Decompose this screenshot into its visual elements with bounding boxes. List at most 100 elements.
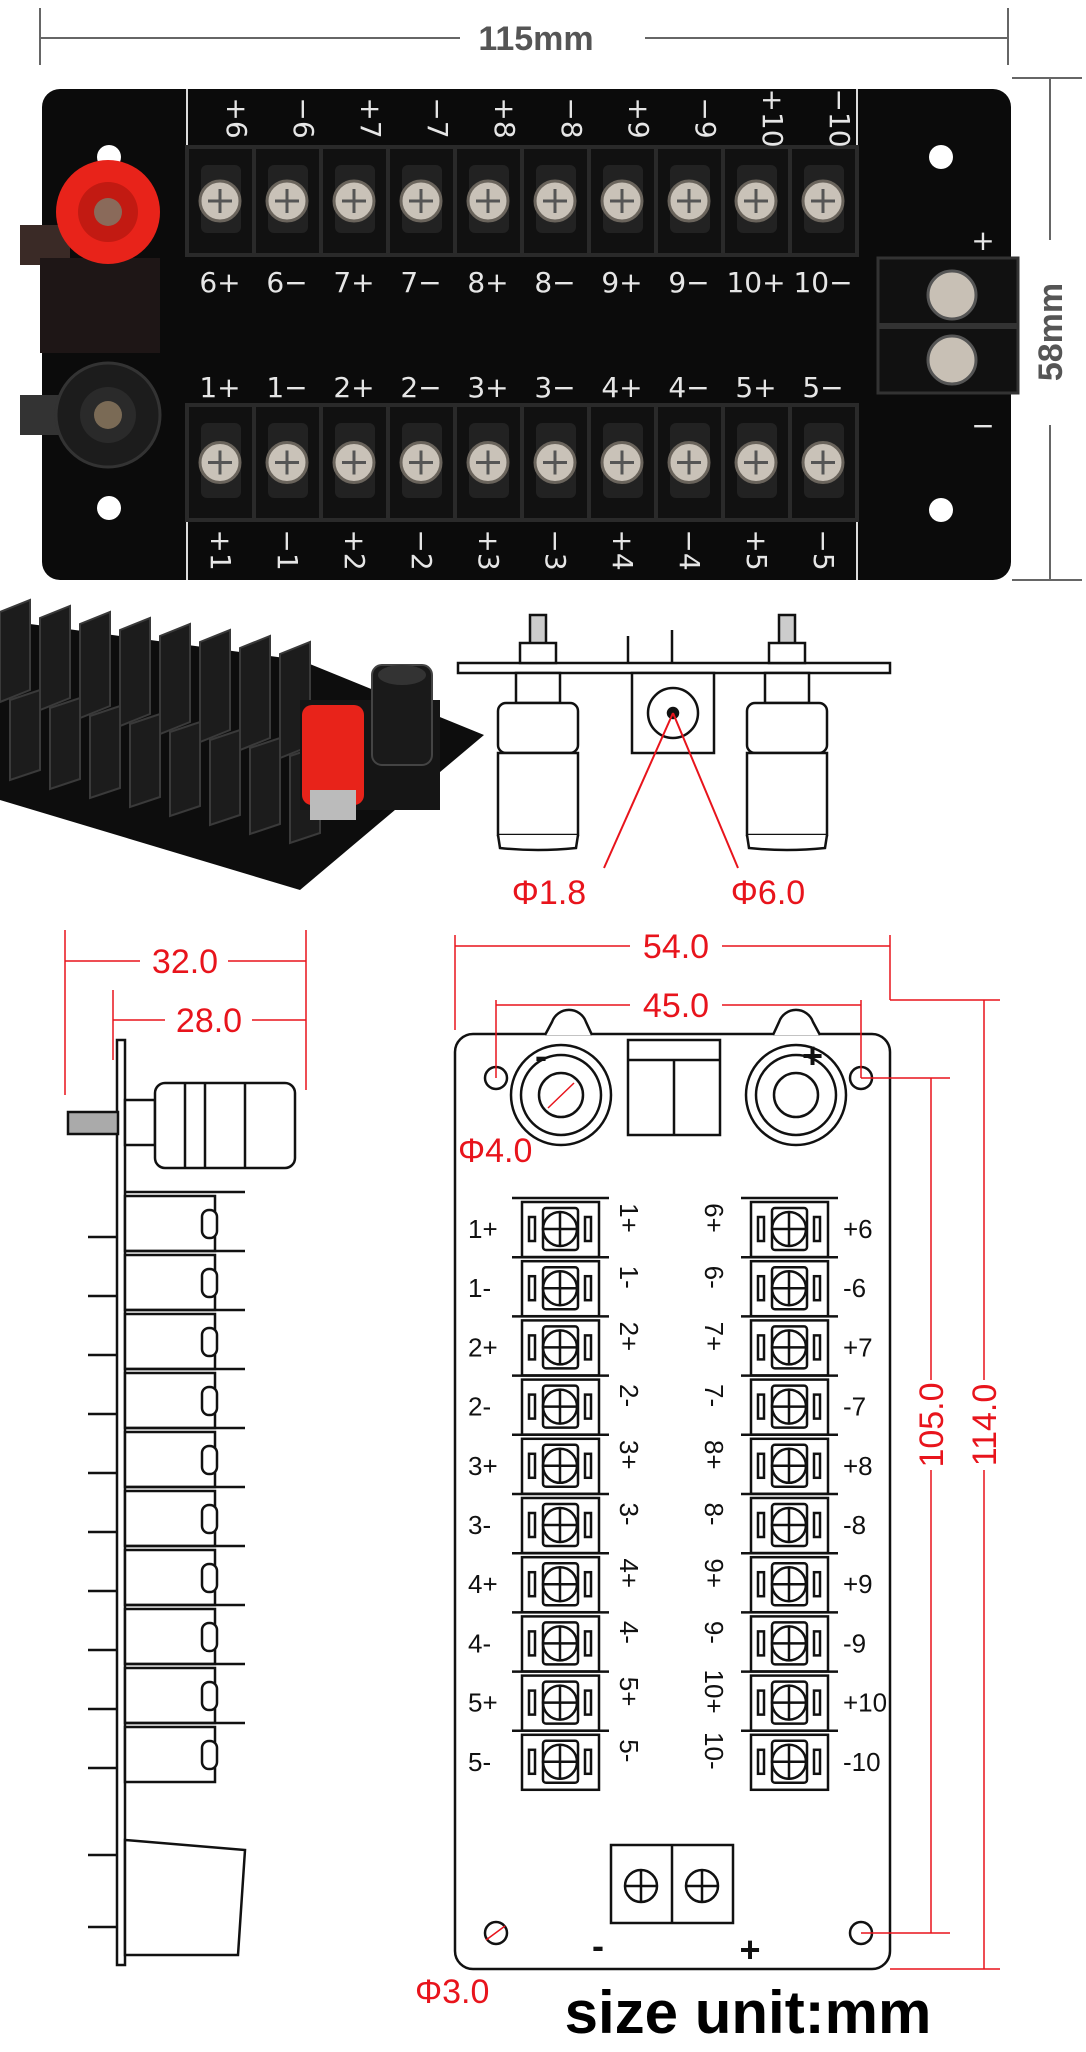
plus-binding-post [744,1008,848,1147]
terminal-outline [512,1551,609,1614]
upper-row-label: 8− [534,266,575,299]
lower-row-label: 2+ [333,371,374,404]
terminal-side-outline [88,1249,245,1312]
inner-left-label: 1- [614,1266,644,1289]
terminal-side-outline [88,1367,245,1430]
screw-terminal [788,145,859,257]
top-header-label: −10 [823,88,856,147]
lower-row-label: 3+ [467,371,508,404]
terminal-outline [512,1492,609,1555]
lower-row-label: 5+ [735,371,776,404]
top-view-dimensions [454,935,1000,1970]
socket-diameter-label: Φ6.0 [731,874,805,912]
terminal-side-outline [88,1603,245,1666]
screw-terminal [252,145,323,257]
screw-terminal [587,145,658,257]
screw-terminal [721,403,792,522]
terminal-fin [159,622,191,736]
terminal-side-outline [88,1721,245,1784]
binding-post-outline [745,613,829,852]
upper-row-label: 6+ [199,266,240,299]
left-terminal-label: 2- [468,1392,491,1422]
screw-terminal [654,403,725,522]
post-diameter-label: Φ4.0 [458,1132,532,1170]
terminal-fin [9,688,41,782]
lower-row-label: 5− [802,371,843,404]
inner-right-label: 8+ [699,1440,729,1470]
terminal-outline [741,1196,838,1259]
inner-right-label: 10+ [699,1670,729,1714]
terminal-fin [209,728,241,827]
bottom-header-label: +2 [338,529,371,570]
right-terminal-label: +10 [843,1688,887,1718]
bottom-header-label: −4 [673,529,706,570]
terminal-fin [79,610,111,720]
terminal-side-outline [88,1485,245,1548]
screw-terminal [788,403,859,522]
terminal-outline [741,1255,838,1318]
left-terminal-label: 5- [468,1747,491,1777]
screw-terminal [520,145,591,257]
terminal-fin [249,736,281,836]
inner-right-label: 9+ [699,1558,729,1588]
terminal-fin [89,704,121,800]
screw-terminal [453,145,524,257]
red-post-photo [302,705,364,820]
screw-terminal [453,403,524,522]
terminal-outline [512,1315,609,1377]
terminal-outline [512,1374,609,1436]
dc-jack [40,258,160,353]
terminal-outline [741,1374,838,1436]
screw-terminal [654,145,725,257]
inner-right-label: 7- [699,1384,729,1407]
top-header-label: +9 [622,97,655,138]
inner-left-label: 5+ [614,1677,644,1707]
inner-right-label: 6- [699,1266,729,1289]
terminal-side-outline [88,1662,245,1725]
left-terminal-label: 1- [468,1273,491,1303]
input-minus-label: − [971,409,994,442]
terminal-fin [49,696,81,791]
bottom-header-label: −1 [271,529,304,570]
left-terminal-label: 1+ [468,1214,498,1244]
bottom-header-label: −5 [807,529,840,570]
top-header-label: +10 [756,88,789,147]
screw-terminal [386,145,457,257]
upper-row-label: 9+ [601,266,642,299]
right-terminal-label: -9 [843,1628,866,1658]
screw-terminal [721,145,792,257]
terminal-outline [512,1196,609,1259]
board-width-label: 54.0 [643,928,709,966]
board-height-label: 114.0 [966,1384,1004,1467]
lower-row-label: 1− [266,371,307,404]
pin-diameter-label: Φ1.8 [512,874,586,912]
terminal-outline [741,1729,838,1792]
inner-right-label: 10- [699,1732,729,1770]
inner-right-label: 7+ [699,1322,729,1352]
screw-terminal [319,145,390,257]
screw-terminal [319,403,390,522]
top-header-label: +8 [488,97,521,138]
bottom-header-label: −2 [405,529,438,570]
terminal-fin [119,616,151,728]
terminal-outline [512,1670,609,1732]
inner-right-label: 8- [699,1502,729,1525]
red-binding-post [56,160,160,264]
photo-width-label: 115mm [478,20,593,58]
terminal-fin [199,628,231,744]
lower-row-label: 3− [534,371,575,404]
terminal-fin [129,712,161,809]
mount-hole [97,496,121,520]
upper-row-label: 6− [266,266,307,299]
bottom-header-label: +5 [740,529,773,570]
screw-terminal [185,403,256,522]
terminal-outline [512,1611,609,1673]
side-total-label: 32.0 [152,943,218,981]
mount-hole [929,498,953,522]
top-header-label: −7 [421,97,454,138]
top-header-label: −6 [287,97,320,138]
side-view-drawing [64,930,307,1967]
inner-left-label: 1+ [614,1203,644,1233]
terminal-outline [741,1315,838,1377]
right-terminal-label: -6 [843,1273,866,1303]
